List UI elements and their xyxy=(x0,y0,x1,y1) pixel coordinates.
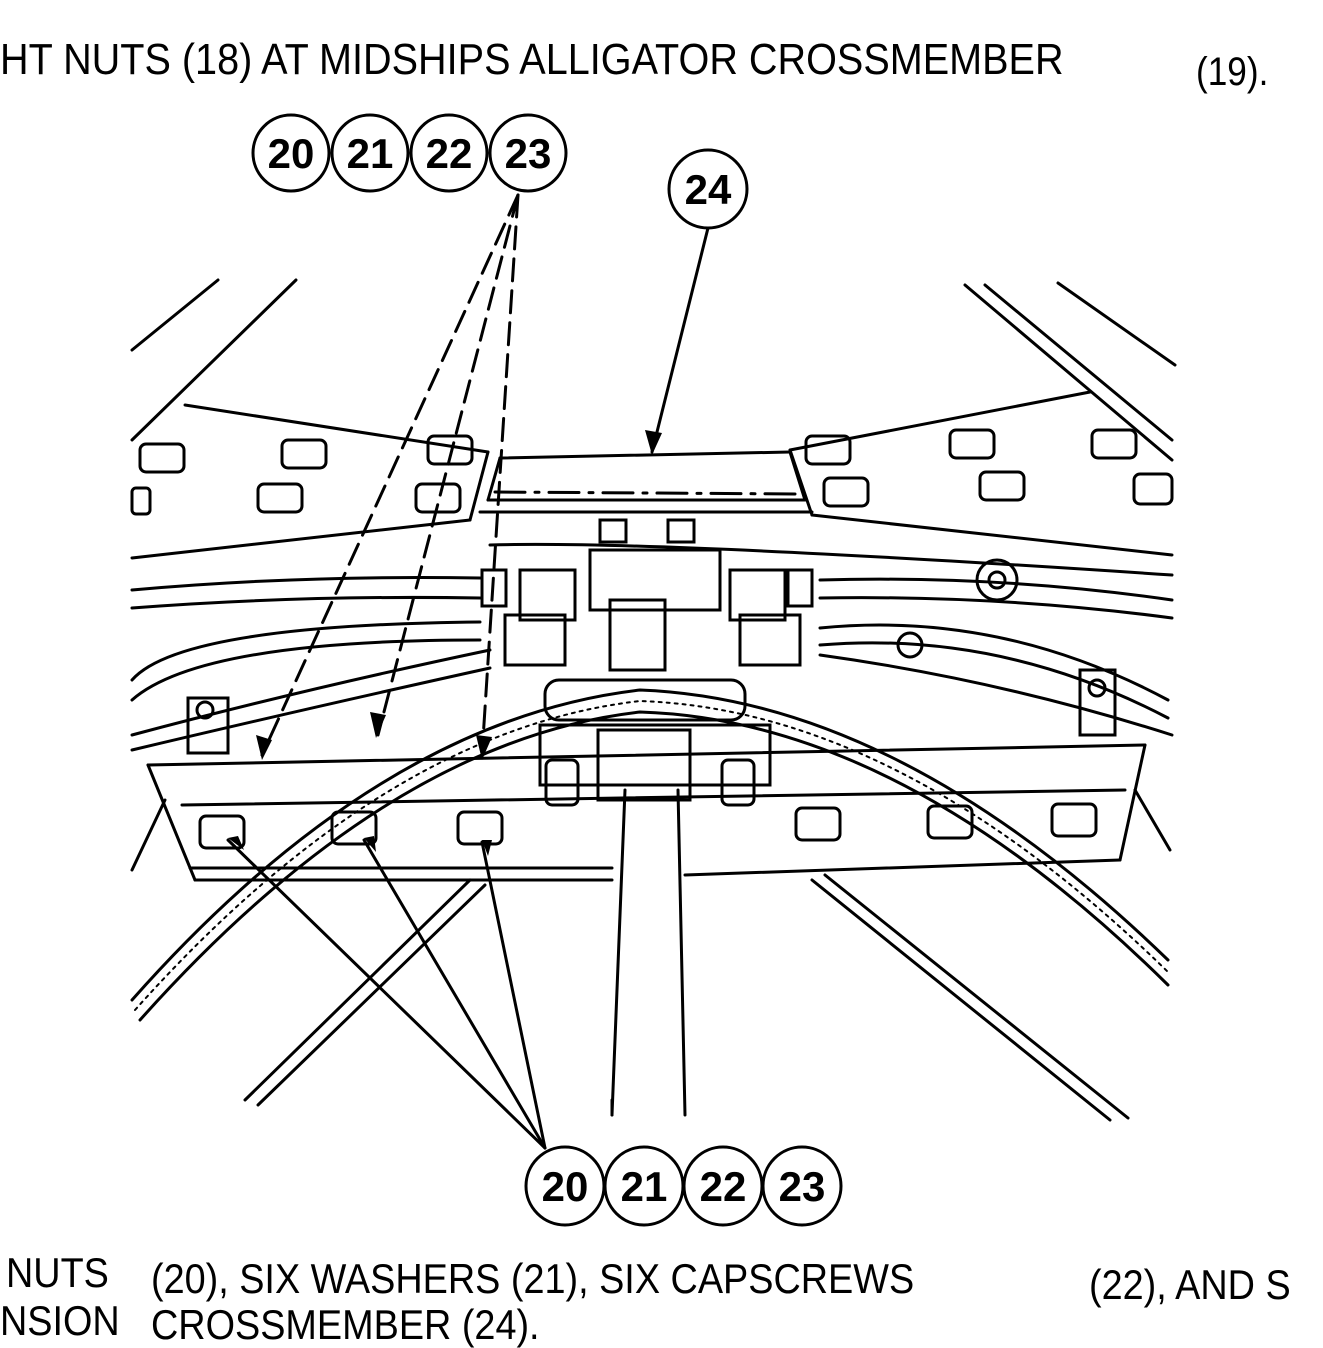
left-gusset-plate xyxy=(130,403,490,560)
instruction-text-top-ref: (19). xyxy=(1196,50,1269,94)
callout-top-20: 20 xyxy=(268,130,315,177)
instruction-bottom-line1-start: NUTS xyxy=(6,1249,109,1296)
drive-shaft xyxy=(610,788,687,1117)
hex-nuts xyxy=(130,428,1174,850)
callout-bottom-20: 20 xyxy=(542,1163,589,1210)
callout-bottom-22: 22 xyxy=(700,1163,747,1210)
callout-24: 24 xyxy=(667,148,749,230)
valve-assembly xyxy=(186,518,1117,807)
hose xyxy=(130,688,1170,1022)
suspension-crossmember xyxy=(478,450,814,514)
leader-lines xyxy=(226,193,710,1150)
callout-top-23: 23 xyxy=(505,130,552,177)
callout-group-top: 20 21 22 23 xyxy=(251,113,568,193)
instruction-bottom-line1-end: (22), AND S xyxy=(1089,1261,1291,1308)
frame-rails xyxy=(130,278,1177,1122)
callout-group-bottom: 20 21 22 23 xyxy=(524,1145,843,1227)
air-lines xyxy=(130,542,1174,752)
arrowheads xyxy=(228,430,662,856)
callout-top-21: 21 xyxy=(347,130,394,177)
callout-24-label: 24 xyxy=(685,166,732,213)
instruction-bottom-line1-mid: (20), SIX WASHERS (21), SIX CAPSCREWS xyxy=(151,1255,915,1302)
lower-crossmember-plate xyxy=(146,743,1147,882)
instruction-text-top: HT NUTS (18) AT MIDSHIPS ALLIGATOR CROSS… xyxy=(0,35,1064,84)
callout-top-22: 22 xyxy=(426,130,473,177)
callout-bottom-21: 21 xyxy=(621,1163,668,1210)
instruction-bottom-line2-start: NSION xyxy=(0,1297,120,1344)
callout-bottom-23: 23 xyxy=(779,1163,826,1210)
instruction-bottom-line2-mid: CROSSMEMBER (24). xyxy=(151,1301,540,1348)
